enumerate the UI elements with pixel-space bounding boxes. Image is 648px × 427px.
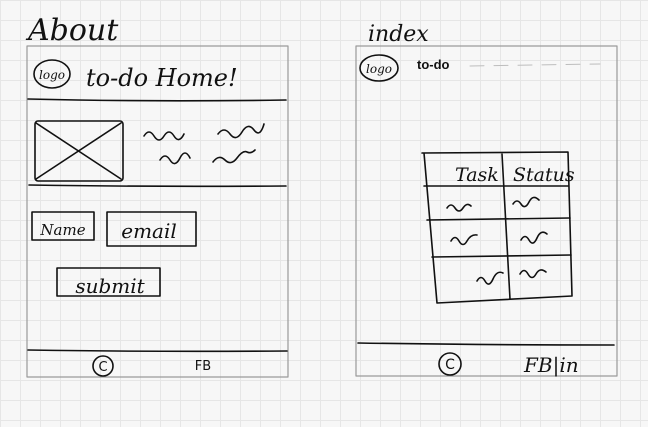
index-footer-divider [357, 342, 615, 346]
about-fb-link[interactable]: FB [195, 359, 211, 374]
about-page-title: About [25, 13, 119, 48]
about-footer-divider [27, 349, 288, 353]
about-name-button[interactable]: Name [31, 211, 95, 241]
index-header-line [469, 63, 601, 67]
about-submit-button[interactable]: submit [56, 267, 161, 298]
index-page-title: index [368, 22, 429, 47]
about-email-label: email [121, 219, 177, 243]
index-task-table [421, 151, 573, 304]
about-logo-label: logo [39, 68, 65, 82]
index-social-links[interactable]: FB|in [523, 353, 579, 378]
about-name-label: Name [39, 221, 85, 239]
about-image-placeholder [34, 120, 124, 182]
about-copyright-icon: C [92, 355, 114, 377]
index-copyright-icon: C [438, 352, 462, 376]
about-submit-label: submit [75, 274, 145, 298]
index-table-header-status: Status [513, 164, 575, 186]
index-table-header-task: Task [455, 164, 499, 186]
index-table-cells [446, 196, 548, 285]
about-body-text [143, 123, 265, 165]
about-logo[interactable]: logo [33, 59, 71, 89]
about-copyright-label: C [98, 360, 107, 375]
index-logo[interactable]: logo [359, 54, 399, 82]
about-page-frame [26, 45, 289, 378]
about-header-divider [27, 98, 287, 102]
index-app-name: to-do [417, 57, 450, 72]
index-copyright-label: C [445, 357, 455, 373]
index-page-frame [355, 45, 618, 377]
about-heading: to-do Home! [86, 64, 238, 92]
index-logo-label: logo [366, 62, 392, 76]
about-content-divider [28, 184, 287, 188]
about-email-button[interactable]: email [106, 211, 197, 247]
